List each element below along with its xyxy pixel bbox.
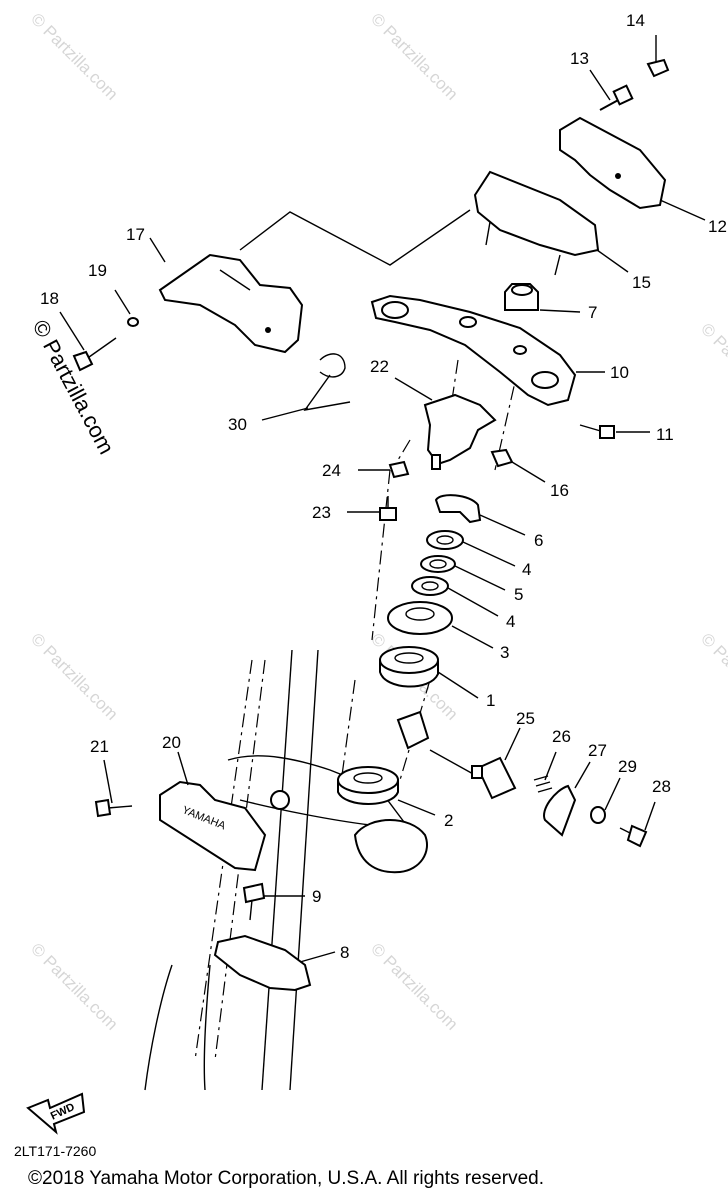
part-28-bolt [619,824,648,848]
part-6-lock-washer [434,494,482,524]
part-15-handle-holder [473,170,600,276]
watermark-text: © Partzilla.com [27,9,121,103]
callout-4a: 4 [522,560,531,579]
part-25-lock [471,756,517,800]
part-26-spring [533,775,553,793]
part-16-nut [490,448,514,468]
callout-7: 7 [588,303,597,322]
callout-4b: 4 [506,612,515,631]
callout-labels: 14 13 12 15 17 19 18 7 10 22 30 11 24 16… [40,11,727,962]
part-23-bolt [379,496,397,521]
callout-15: 15 [632,273,651,292]
part-20-emblem: YAMAHA [159,780,267,872]
callout-17: 17 [126,225,145,244]
watermark-text: © Partzilla.com [367,9,461,103]
part-4-ring-nut [426,530,464,550]
callout-10: 10 [610,363,629,382]
callout-5: 5 [514,585,523,604]
side-watermark-text: © Partzilla.com [28,316,120,459]
callout-26: 26 [552,727,571,746]
part-10-upper-bracket [370,294,577,407]
callout-1: 1 [486,691,495,710]
part-8-bracket [213,934,312,992]
callout-27: 27 [588,741,607,760]
watermark-text: © Partzilla.com [27,629,121,723]
part-17-bracket [158,253,304,354]
part-18-bolt [72,337,117,372]
watermark-text: © Partzilla.com [367,939,461,1033]
part-14-cap [646,58,670,78]
callout-29: 29 [618,757,637,776]
watermark-text: © Partzilla.com [697,629,728,723]
callout-22: 22 [370,357,389,376]
leader-lines [59,35,706,963]
callout-9: 9 [312,887,321,906]
part-2-bearing [337,766,399,805]
callout-21: 21 [90,737,109,756]
part-24-nut [388,460,410,479]
callout-3: 3 [500,643,509,662]
callout-30: 30 [228,415,247,434]
callout-24: 24 [322,461,341,480]
callout-20: 20 [162,733,181,752]
watermark-text: © Partzilla.com [697,319,728,413]
part-7-crown-nut [504,283,539,311]
callout-14: 14 [626,11,645,30]
part-4-ring-nut [411,576,449,596]
callout-2: 2 [444,811,453,830]
copyright-notice: ©2018 Yamaha Motor Corporation, U.S.A. A… [28,1168,544,1189]
part-3-cover [387,601,453,635]
part-19-washer [127,317,139,327]
callout-19: 19 [88,261,107,280]
callout-12: 12 [708,217,727,236]
watermark-text: © Partzilla.com [27,939,121,1033]
callout-8: 8 [340,943,349,962]
part-21-bolt [94,798,133,818]
part-1-bearing [379,646,439,688]
part-5-washer [420,555,456,573]
callout-11: 11 [656,425,674,444]
part-11-bolt [579,424,615,439]
part-9-bolt [242,882,266,921]
part-13-bolt [599,84,634,111]
callout-16: 16 [550,481,569,500]
part-27-plate [543,784,577,837]
callout-23: 23 [312,503,331,522]
steering-collar [396,710,430,750]
part-12-handle-holder [559,116,667,210]
callout-25: 25 [516,709,535,728]
callout-18: 18 [40,289,59,308]
part-22-stay [423,393,497,470]
callout-6: 6 [534,531,543,550]
callout-28: 28 [652,777,671,796]
callout-13: 13 [570,49,589,68]
part-29-washer [590,806,606,824]
drawing-code: 2LT171-7260 [14,1143,97,1159]
part-30-wire [303,353,351,411]
fwd-arrow-icon: FWD [26,1092,86,1135]
